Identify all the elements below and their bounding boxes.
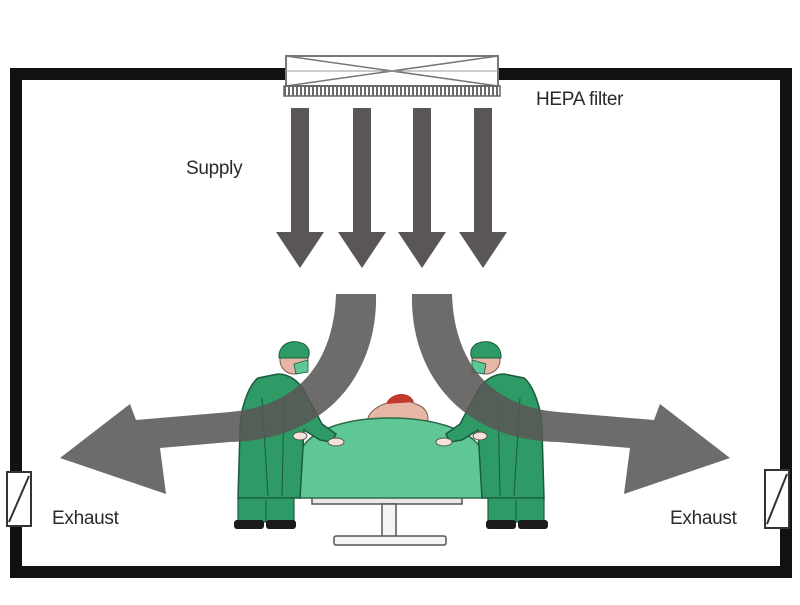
room-wall [10, 68, 792, 578]
exhaust-vent-left [6, 471, 32, 527]
room-walls [10, 68, 792, 578]
exhaust-arrow-right [411, 294, 730, 494]
hepa-filter-media [283, 85, 501, 97]
supply-arrow [398, 108, 446, 268]
supply-arrow [276, 108, 324, 268]
operating-table [311, 495, 463, 546]
supply-arrows [276, 108, 507, 268]
exhaust-vent-right [764, 469, 790, 529]
exhaust-airflow-arrows [60, 294, 730, 494]
exhaust-arrow-left [60, 294, 377, 494]
exhaust-label-right: Exhaust [670, 508, 737, 529]
exhaust-label-left: Exhaust [52, 508, 119, 529]
supply-arrow [459, 108, 507, 268]
hepa-filter-label: HEPA filter [536, 89, 624, 110]
supply-label: Supply [186, 158, 243, 179]
hepa-filter-unit [283, 55, 501, 97]
supply-arrow [338, 108, 386, 268]
